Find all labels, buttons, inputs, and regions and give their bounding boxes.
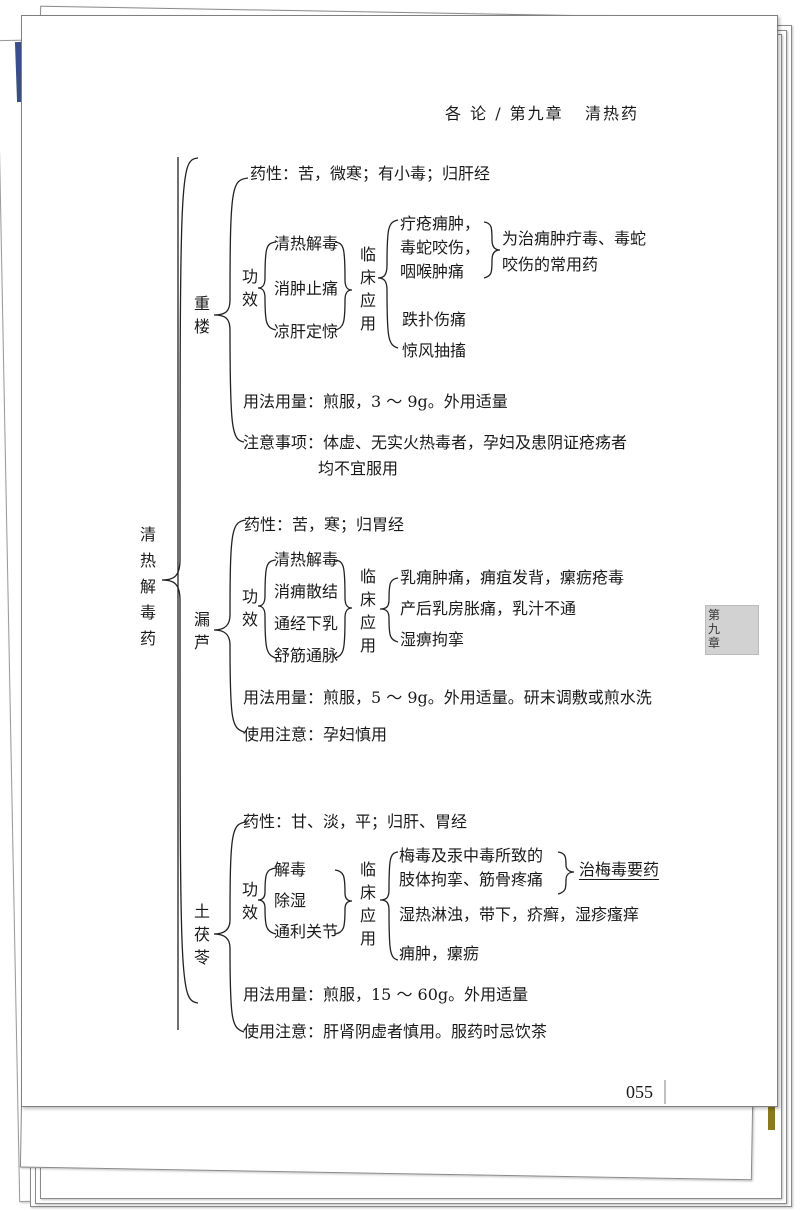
clinical-label: 临床应用 <box>359 567 376 655</box>
clinical-item: 乳痈肿痛，痈疽发背，瘰疬疮毒 <box>400 568 625 587</box>
clinical-item: 疔疮痈肿， 毒蛇咬伤， 咽喉肿痛 <box>400 214 481 281</box>
effect-item: 除湿 <box>274 891 307 910</box>
effect-item: 清热解毒 <box>274 234 339 253</box>
clinical-item: 湿痹拘挛 <box>400 630 465 649</box>
caution: 使用注意：孕妇慎用 <box>243 725 388 744</box>
clinical-item: 跌扑伤痛 <box>402 310 467 329</box>
effect-item: 通经下乳 <box>274 614 339 633</box>
effect-item: 消肿止痛 <box>274 279 339 298</box>
clinical-label: 临床应用 <box>359 245 376 333</box>
caution: 注意事项：体虚、无实火热毒者，孕妇及患阴证疮疡者 均不宜服用 <box>243 433 628 478</box>
herb-properties: 药性：甘、淡，平；归肝、胃经 <box>243 812 468 831</box>
clinical-note: 为治痈肿疔毒、毒蛇 咬伤的常用药 <box>502 229 647 274</box>
clinical-item: 湿热淋浊，带下，疥癣，湿疹瘙痒 <box>399 905 640 924</box>
dosage: 用法用量：煎服，3 ～ 9g。外用适量 <box>243 392 508 411</box>
herb-properties: 药性：苦，寒；归胃经 <box>244 515 405 534</box>
header-topic: 清热药 <box>584 104 639 123</box>
caution: 使用注意：肝肾阴虚者慎用。服药时忌饮茶 <box>243 1022 548 1041</box>
clinical-note: 治梅毒要药 <box>579 860 660 879</box>
book-page <box>21 15 778 1107</box>
effect-item: 凉肝定惊 <box>274 322 339 341</box>
effect-item: 通利关节 <box>274 922 339 941</box>
herb-name-chonglou: 重楼 <box>193 294 210 336</box>
dosage: 用法用量：煎服，5 ～ 9g。外用适量。研末调敷或煎水洗 <box>243 688 652 707</box>
effects-label: 功效 <box>241 267 258 309</box>
clinical-item: 痈肿，瘰疬 <box>399 944 480 963</box>
header-section: 各 论 <box>445 104 489 123</box>
header-separator: / <box>495 104 503 123</box>
effect-item: 消痈散结 <box>274 582 339 601</box>
page-number: 055 <box>626 1082 653 1102</box>
clinical-item: 产后乳房胀痛，乳汁不通 <box>400 599 577 618</box>
effects-label: 功效 <box>241 587 258 629</box>
header-chapter: 第九章 <box>509 104 564 123</box>
clinical-item: 梅毒及汞中毒所致的 肢体拘挛、筋骨疼痛 <box>399 846 544 889</box>
effect-item: 舒筋通脉 <box>274 646 339 665</box>
effects-label: 功效 <box>241 880 258 922</box>
chapter-side-tab: 第九章 <box>705 605 759 655</box>
chapter-tab-label: 第九章 <box>708 608 721 650</box>
running-header: 各 论 / 第九章 清热药 <box>445 100 639 124</box>
herb-name-loulu: 漏芦 <box>193 610 210 652</box>
clinical-item: 惊风抽搐 <box>402 341 467 360</box>
herb-properties: 药性：苦，微寒；有小毒；归肝经 <box>250 164 491 183</box>
herb-name-tufuling: 土茯苓 <box>193 902 210 967</box>
effect-item: 清热解毒 <box>274 550 339 569</box>
root-label: 清热解毒药 <box>139 525 156 648</box>
effect-item: 解毒 <box>274 860 307 879</box>
clinical-label: 临床应用 <box>359 860 376 948</box>
page-number-bar <box>664 1080 666 1104</box>
dosage: 用法用量：煎服，15 ～ 60g。外用适量 <box>243 985 529 1004</box>
